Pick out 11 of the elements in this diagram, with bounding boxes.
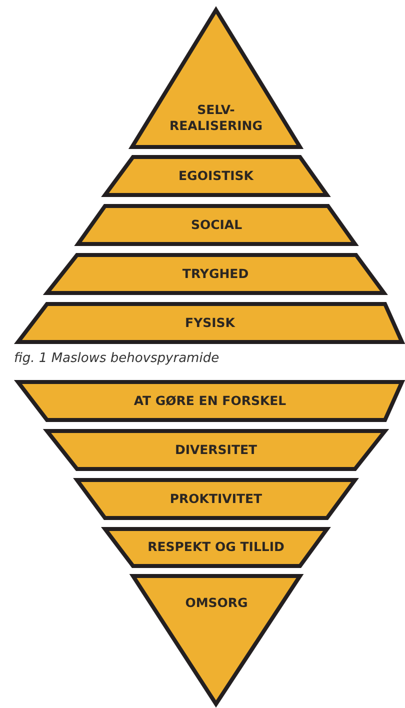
tier-label: RESPEKT OG TILLID — [148, 539, 284, 555]
tier-label: AT GØRE EN FORSKEL — [134, 393, 286, 409]
tier-label: FYSISK — [185, 315, 235, 331]
tier-label: SELV-REALISERING — [168, 102, 264, 134]
tier-label: DIVERSITET — [174, 442, 258, 458]
tier-label: EGOISTISK — [178, 168, 254, 184]
tier-label: TRYGHED — [182, 266, 249, 282]
figure-caption: fig. 1 Maslows behovspyramide — [14, 351, 220, 366]
tier-label: PROKTIVITET — [170, 491, 262, 507]
tier-label: OMSORG — [185, 595, 248, 611]
tier-label: SOCIAL — [190, 217, 242, 233]
